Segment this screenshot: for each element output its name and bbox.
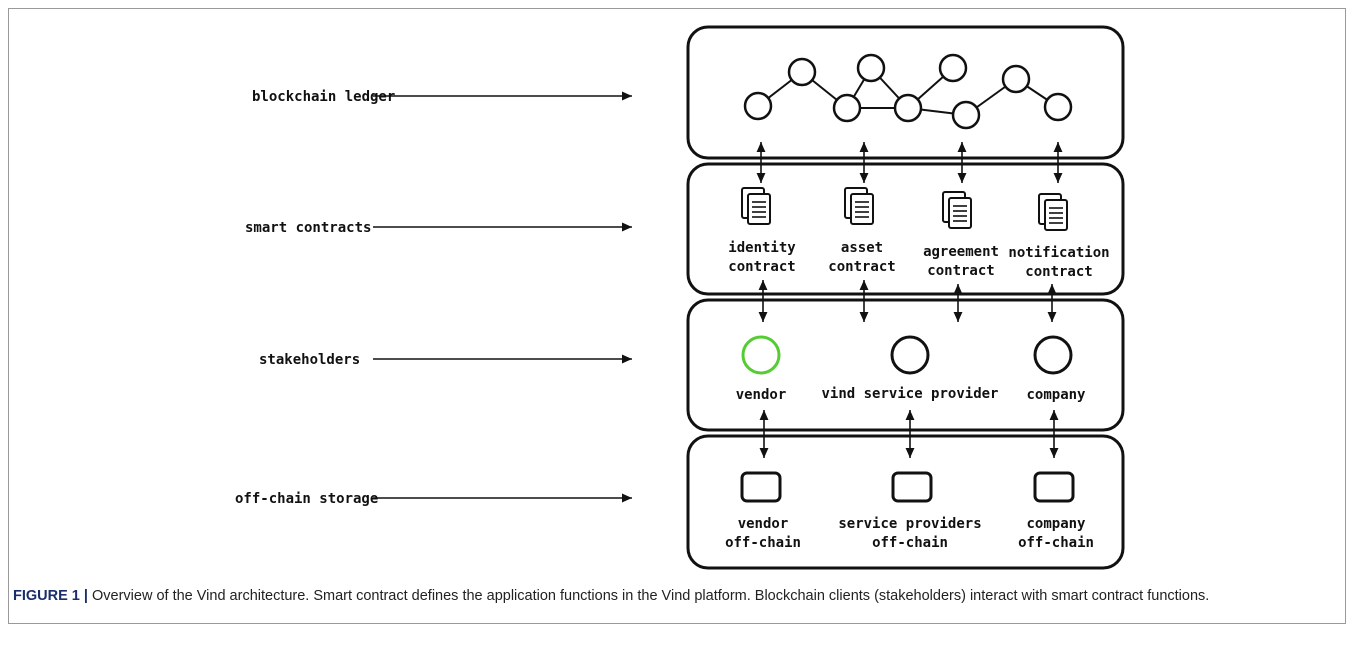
- layer-label-text: blockchain ledger: [252, 89, 395, 105]
- storage-label-line: off-chain: [1018, 535, 1094, 551]
- ledger-block-node: [951, 100, 981, 130]
- contract-label-identity: identity contract: [728, 240, 796, 275]
- document-icon: [942, 191, 972, 229]
- contract-label-line: identity: [728, 240, 796, 256]
- layer-label-off-chain-storage: off-chain storage: [235, 491, 632, 507]
- ledger-block-node: [832, 93, 862, 123]
- document-icon: [844, 187, 874, 225]
- contract-label-line: contract: [728, 259, 795, 275]
- storage-label-line: off-chain: [872, 535, 948, 551]
- contract-label-line: contract: [927, 263, 994, 279]
- ledger-block-node: [743, 91, 773, 121]
- stakeholder-label: vendor: [736, 387, 787, 403]
- storage-icon: [740, 471, 782, 503]
- storage-label-vendor: vendor off-chain: [725, 516, 801, 551]
- storage-label-line: off-chain: [725, 535, 801, 551]
- storage-label-line: vendor: [738, 516, 789, 532]
- contract-label-line: notification: [1008, 245, 1109, 261]
- contract-label-line: agreement: [923, 244, 999, 260]
- layer-label-blockchain-ledger: blockchain ledger: [252, 89, 632, 105]
- stakeholder-vendor-circle: [741, 335, 781, 375]
- ledger-block-node: [1043, 92, 1073, 122]
- layer-label-text: smart contracts: [245, 220, 371, 236]
- ledger-block-node: [787, 57, 817, 87]
- contract-label-line: contract: [1025, 264, 1092, 280]
- contract-label-notification: notification contract: [1008, 245, 1109, 280]
- contracts-layer-box: [686, 162, 1125, 296]
- architecture-diagram: blockchain ledger smart contracts stakeh…: [235, 25, 1125, 570]
- blockchain-graph: [743, 53, 1073, 130]
- contract-label-agreement: agreement contract: [923, 244, 999, 279]
- stakeholder-service-provider-circle: [890, 335, 930, 375]
- ledger-block-node: [856, 53, 886, 83]
- stakeholder-company-circle: [1033, 335, 1073, 375]
- layer-label-stakeholders: stakeholders: [259, 352, 632, 368]
- ledger-layer-box: [686, 25, 1125, 160]
- contract-label-line: contract: [828, 259, 895, 275]
- layer-label-text: off-chain storage: [235, 491, 378, 507]
- ledger-block-node: [938, 53, 968, 83]
- document-icon: [1038, 193, 1068, 231]
- storage-icon: [891, 471, 933, 503]
- ledger-block-node: [1001, 64, 1031, 94]
- storage-label-service-providers: service providers off-chain: [838, 516, 981, 551]
- figure-label: FIGURE 1 |: [13, 588, 88, 604]
- figure-caption: FIGURE 1 | Overview of the Vind architec…: [13, 586, 1323, 606]
- layer-label-smart-contracts: smart contracts: [245, 220, 632, 236]
- caption-text: Overview of the Vind architecture. Smart…: [87, 588, 1210, 604]
- stakeholder-label: company: [1026, 387, 1086, 403]
- storage-label-company: company off-chain: [1018, 516, 1094, 551]
- figure-frame: [8, 8, 1346, 624]
- storage-icon: [1033, 471, 1075, 503]
- layer-label-text: stakeholders: [259, 352, 360, 368]
- stakeholder-label: vind service provider: [821, 386, 998, 402]
- storage-label-line: company: [1026, 516, 1086, 532]
- contract-label-line: asset: [841, 240, 883, 256]
- ledger-block-node: [893, 93, 923, 123]
- storage-label-line: service providers: [838, 516, 981, 532]
- contract-label-asset: asset contract: [828, 240, 895, 275]
- document-icon: [741, 187, 771, 225]
